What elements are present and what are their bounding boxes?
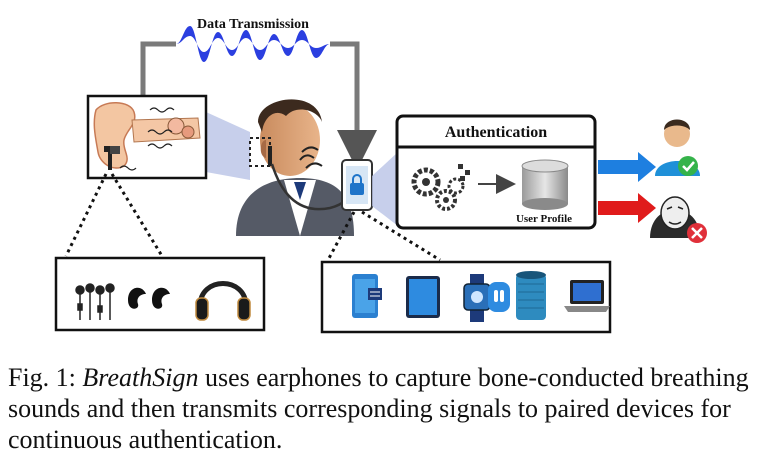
paired-devices-panel <box>320 260 612 334</box>
check-icon <box>678 156 698 176</box>
accept-arrow <box>598 152 656 182</box>
user-avatar <box>236 99 358 236</box>
ear-closeup-panel <box>86 94 250 180</box>
system-diagram: Data Transmission <box>54 17 707 334</box>
laptop-icon <box>564 280 610 312</box>
paired-phone-icon <box>341 152 398 226</box>
smartwatch-icon <box>463 274 510 322</box>
wireless-earbuds-icon <box>128 287 170 309</box>
authentication-title: Authentication <box>445 124 547 141</box>
figure-caption: Fig. 1: BreathSign uses earphones to cap… <box>8 362 760 455</box>
legitimate-user-icon <box>655 119 700 176</box>
data-transmission-label: Data Transmission <box>197 17 309 32</box>
wired-earphones-icon <box>75 283 115 320</box>
dotted-connectors <box>64 173 441 262</box>
headphones-icon <box>195 281 251 321</box>
attacker-icon <box>650 196 707 243</box>
caption-text: uses earphones to capture bone-conducted… <box>8 363 749 454</box>
earphone-devices-panel <box>54 256 266 332</box>
database-icon <box>521 159 569 210</box>
caption-prefix: Fig. 1: <box>8 363 83 392</box>
smartphone-icon <box>352 274 382 318</box>
transmission-path <box>140 26 377 170</box>
authentication-panel: Authentication User Profile <box>395 114 597 230</box>
user-profile-label: User Profile <box>516 213 572 225</box>
smart-speaker-icon <box>516 271 546 320</box>
gears-icon <box>411 164 470 211</box>
tablet-icon <box>406 276 440 318</box>
signal-waveform <box>176 26 330 62</box>
reject-arrow <box>598 193 656 223</box>
caption-method-name: BreathSign <box>82 363 199 392</box>
